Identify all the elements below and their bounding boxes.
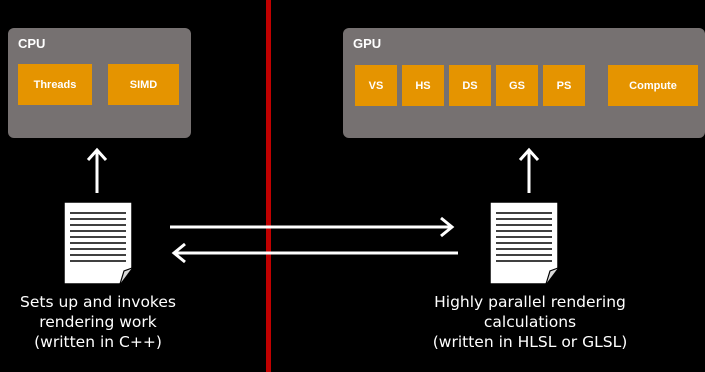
cpp-caption-line1: Sets up and invokes: [20, 293, 176, 311]
chip-simd: SIMD: [108, 64, 179, 105]
cpp-document-icon: [63, 201, 133, 285]
up-arrow-cpu-icon: [86, 147, 108, 193]
cpu-title: CPU: [18, 36, 46, 51]
left-arrow-icon: [171, 242, 458, 264]
shader-document-icon: [489, 201, 559, 285]
chip-hs: HS: [402, 65, 444, 106]
chip-threads: Threads: [18, 64, 92, 105]
shader-caption: Highly parallel rendering calculations (…: [400, 292, 660, 352]
chip-gs: GS: [496, 65, 538, 106]
chip-vs: VS: [355, 65, 397, 106]
chip-compute: Compute: [608, 65, 698, 106]
cpu-panel: CPU Threads SIMD: [8, 28, 191, 138]
shader-caption-line2: calculations: [483, 313, 577, 331]
gpu-panel: GPU VS HS DS GS PS Compute: [343, 28, 705, 138]
up-arrow-gpu-icon: [518, 147, 540, 193]
cpp-caption-line2: rendering work: [39, 313, 157, 331]
chip-ds: DS: [449, 65, 491, 106]
cpp-caption-line3: (written in C++): [34, 333, 162, 351]
chip-ps: PS: [543, 65, 585, 106]
cpp-caption: Sets up and invokes rendering work (writ…: [0, 292, 196, 352]
gpu-title: GPU: [353, 36, 382, 51]
cpu-gpu-divider: [266, 0, 271, 372]
shader-caption-line1: Highly parallel rendering: [434, 293, 626, 311]
shader-caption-line3: (written in HLSL or GLSL): [432, 333, 628, 351]
right-arrow-icon: [170, 216, 455, 238]
